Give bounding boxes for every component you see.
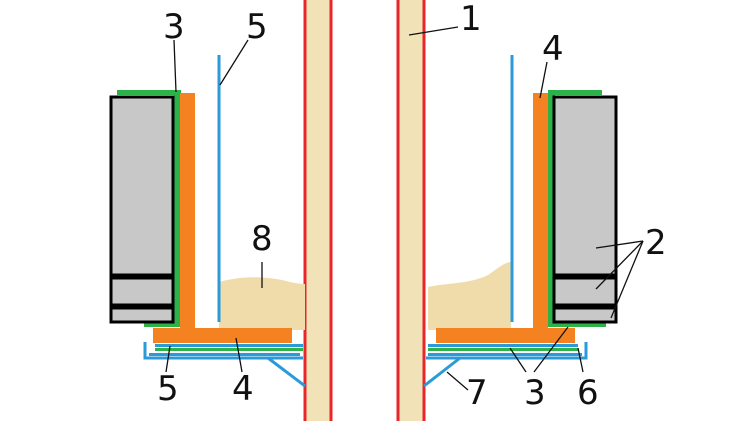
label-2: 2 xyxy=(645,223,667,263)
label-8: 8 xyxy=(251,219,273,259)
label-7: 7 xyxy=(466,373,488,413)
label-3-left: 3 xyxy=(163,7,185,47)
leader-lines xyxy=(165,26,644,391)
label-5-bottom: 5 xyxy=(157,369,179,409)
left-assembly xyxy=(109,55,306,388)
right-assembly xyxy=(423,55,618,388)
right-beige-mass xyxy=(428,262,511,330)
right-pipe xyxy=(396,0,426,421)
label-4-left: 4 xyxy=(232,369,254,409)
label-1: 1 xyxy=(460,0,482,39)
label-5-top: 5 xyxy=(246,7,268,47)
label-6: 6 xyxy=(577,373,599,413)
label-3-right: 3 xyxy=(524,373,546,413)
left-beige-mass xyxy=(219,277,305,330)
left-pipe xyxy=(303,0,333,421)
label-4-right: 4 xyxy=(542,29,564,69)
